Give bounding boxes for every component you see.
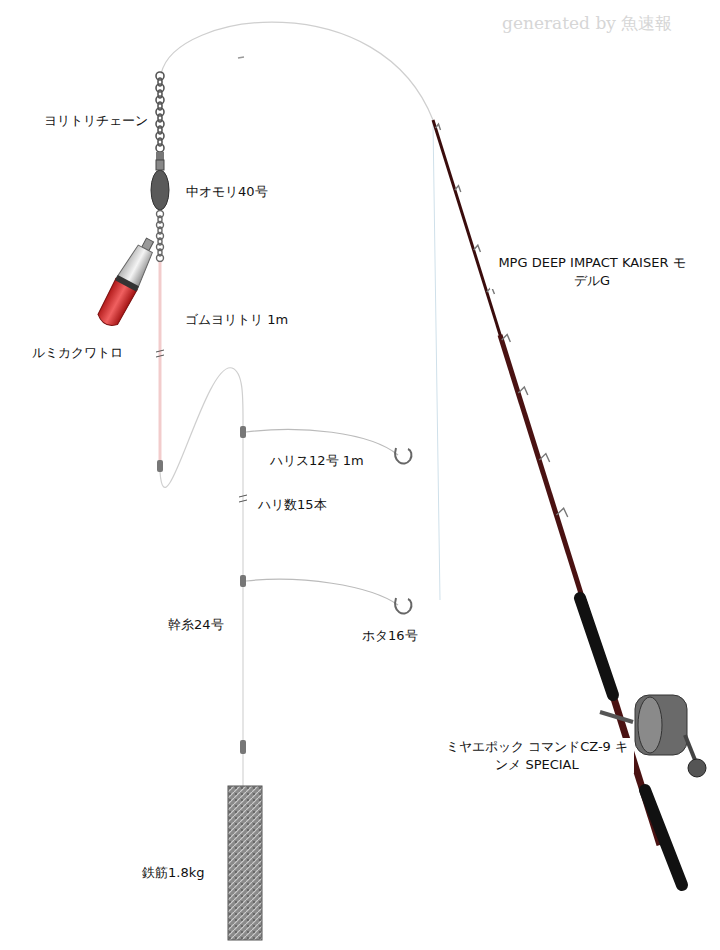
swivel (157, 460, 163, 472)
part-label: MPG DEEP IMPACT KAISER モデルG (490, 254, 694, 289)
rod-line (433, 122, 440, 600)
watermark: generated by 魚速報 (500, 12, 674, 35)
part-label: ハリ数15本 (256, 496, 329, 514)
branch-line (246, 579, 398, 605)
part-label: 幹糸24号 (166, 616, 226, 634)
chain (156, 72, 164, 160)
break-mark (239, 495, 247, 502)
part-label: ゴムヨリトリ 1m (183, 311, 290, 329)
line (160, 368, 243, 488)
swivel (240, 575, 246, 587)
lumica-light (95, 234, 161, 329)
part-label: ミヤエポック コマンドCZ-9 キンメ SPECIAL (440, 738, 634, 773)
line-mark (238, 57, 244, 58)
rod-blank (433, 120, 583, 600)
fore-grip (580, 598, 613, 695)
part-label: ルミカクワトロ (30, 344, 125, 362)
sinker-ring (156, 160, 164, 170)
swivel (240, 426, 246, 438)
swivel (240, 740, 246, 754)
break-mark (156, 350, 164, 357)
rod-guides (436, 124, 568, 517)
main-line (161, 22, 433, 120)
part-label: 中オモリ40号 (184, 183, 270, 201)
part-label: ホタ16号 (360, 627, 420, 645)
hook (395, 598, 411, 614)
rubber-cushion (159, 262, 162, 462)
hook (395, 448, 411, 464)
sinker (151, 170, 169, 210)
chain-lower (157, 211, 164, 262)
part-label: 鉄筋1.8kg (140, 864, 206, 882)
rebar-sinker (228, 786, 262, 940)
rear-grip (645, 790, 682, 885)
part-label: ハリス12号 1m (268, 452, 366, 470)
part-label: ヨリトリチェーン (42, 112, 150, 130)
